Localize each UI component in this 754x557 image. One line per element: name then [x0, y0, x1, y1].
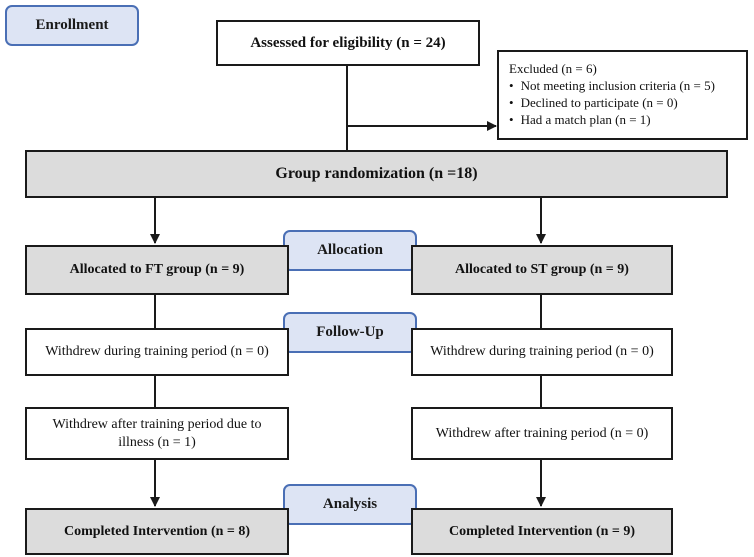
randomization-box: Group randomization (n =18) — [25, 150, 728, 198]
ft-withdrew-after-label: Withdrew after training period due to il… — [52, 417, 262, 450]
stage-analysis-label: Analysis — [322, 496, 378, 512]
st-completed-box: Completed Intervention (n = 9) — [411, 508, 673, 555]
ft-allocated-box: Allocated to FT group (n = 9) — [25, 245, 289, 295]
st-completed-label: Completed Intervention (n = 9) — [448, 523, 636, 539]
excluded-reason: Not meeting inclusion criteria (n = 5) — [509, 77, 746, 94]
stage-enrollment: Enrollment — [5, 5, 139, 46]
stage-enrollment-label: Enrollment — [35, 17, 109, 33]
assessed-box: Assessed for eligibility (n = 24) — [216, 20, 480, 66]
ft-completed-box: Completed Intervention (n = 8) — [25, 508, 289, 555]
st-allocated-label: Allocated to ST group (n = 9) — [455, 262, 629, 278]
st-withdrew-during-label: Withdrew during training period (n = 0) — [430, 344, 654, 360]
excluded-reason: Declined to participate (n = 0) — [509, 94, 746, 111]
st-allocated-box: Allocated to ST group (n = 9) — [411, 245, 673, 295]
ft-withdrew-during-box: Withdrew during training period (n = 0) — [25, 328, 289, 376]
ft-withdrew-during-label: Withdrew during training period (n = 0) — [45, 344, 269, 360]
assessed-label: Assessed for eligibility (n = 24) — [250, 34, 446, 51]
ft-allocated-label: Allocated to FT group (n = 9) — [69, 262, 245, 278]
stage-follow-up-label: Follow-Up — [316, 324, 384, 340]
excluded-reason-list: Not meeting inclusion criteria (n = 5) D… — [509, 77, 746, 128]
ft-completed-label: Completed Intervention (n = 8) — [63, 523, 251, 539]
st-withdrew-after-box: Withdrew after training period (n = 0) — [411, 407, 673, 460]
st-withdrew-after-label: Withdrew after training period (n = 0) — [435, 425, 649, 441]
excluded-reason: Had a match plan (n = 1) — [509, 111, 746, 128]
stage-allocation-label: Allocation — [317, 242, 383, 258]
st-withdrew-during-box: Withdrew during training period (n = 0) — [411, 328, 673, 376]
excluded-title: Excluded (n = 6) — [509, 61, 597, 76]
stage-follow-up: Follow-Up — [283, 312, 417, 353]
randomization-label: Group randomization (n =18) — [275, 165, 478, 182]
ft-withdrew-after-box: Withdrew after training period due to il… — [25, 407, 289, 460]
stage-allocation: Allocation — [283, 230, 417, 271]
excluded-box: Excluded (n = 6) Not meeting inclusion c… — [497, 50, 748, 140]
stage-analysis: Analysis — [283, 484, 417, 525]
